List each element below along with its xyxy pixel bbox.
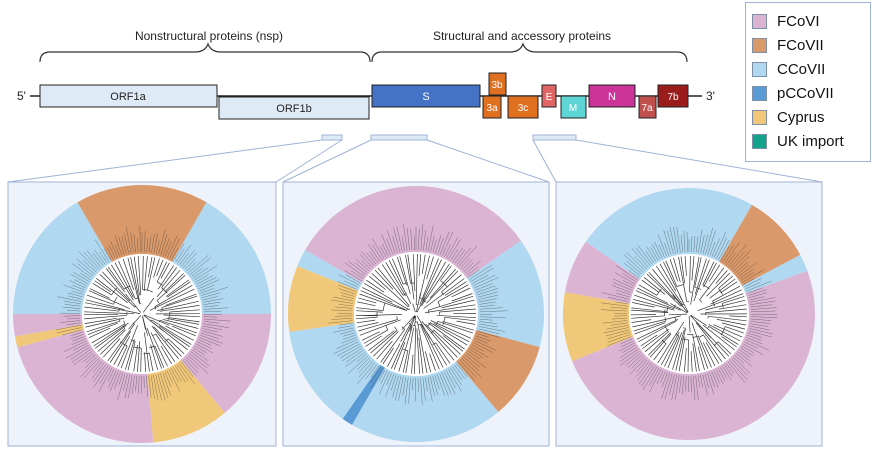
region-marker-n — [532, 134, 577, 141]
zoom-connectors — [7, 139, 823, 183]
nsp-brace — [39, 42, 371, 63]
tree-core — [354, 252, 478, 376]
gene-3c — [507, 95, 539, 119]
clade-ring-segment — [342, 364, 385, 425]
gene-n-label: N — [608, 91, 616, 103]
clade-ring-segment — [297, 250, 363, 291]
legend-item-cyprus: Cyprus — [752, 107, 825, 127]
clade-ring-segment — [288, 266, 359, 332]
genome-map: ORF1a ORF1b S 3a 3b 3c E M N 7a 7b — [39, 72, 689, 120]
gene-orf1a-label: ORF1a — [110, 91, 146, 103]
tree-core — [82, 254, 202, 374]
gene-n — [588, 84, 636, 108]
clade-ring-segment — [13, 314, 83, 337]
phylogenetic-tree-n-region — [563, 188, 816, 441]
gene-orf1b — [218, 96, 370, 120]
gene-3b — [488, 72, 507, 96]
clade-ring-segment — [564, 241, 640, 304]
gene-s — [371, 84, 481, 108]
clade-ring-segment — [305, 186, 521, 283]
legend-label-fcovii: FCoVII — [777, 36, 824, 54]
gene-s-label: S — [422, 91, 429, 103]
clade-ring-segment — [14, 324, 85, 348]
tip-labels — [328, 223, 508, 405]
gene-orf1b-label: ORF1b — [276, 103, 311, 115]
legend-item-ccovii: CCoVII — [752, 59, 825, 79]
tree-branches — [83, 255, 201, 373]
legend-item-fcovii: FCoVII — [752, 35, 824, 55]
gene-3a-label: 3a — [486, 103, 498, 114]
gene-3b-label: 3b — [491, 80, 503, 91]
gene-m — [560, 95, 587, 119]
legend-swatch-uk-import — [752, 133, 767, 149]
legend-label-cyprus: Cyprus — [777, 108, 825, 126]
five-prime-label: 5' — [17, 89, 26, 103]
clade-ring-segment — [17, 329, 154, 443]
legend-swatch-cyprus — [752, 109, 767, 125]
legend-item-pccovii: pCCoVII — [752, 83, 834, 103]
legend-swatch-pccovii — [752, 85, 767, 101]
gene-7b — [657, 84, 689, 108]
legend: FCoVI FCoVII CCoVII pCCoVII Cyprus UK im… — [745, 2, 871, 162]
phylogenetic-tree-spike — [288, 186, 544, 442]
clade-ring-segment — [13, 202, 112, 314]
tree-branches — [630, 255, 748, 373]
structural-label: Structural and accessory proteins — [433, 29, 611, 43]
legend-label-uk-import: UK import — [777, 132, 844, 150]
clade-ring-segment — [147, 359, 225, 443]
legend-item-fcovi: FCoVI — [752, 11, 820, 31]
gene-orf1a — [39, 84, 218, 108]
gene-7b-label: 7b — [667, 92, 679, 103]
region-marker-s — [370, 134, 428, 141]
gene-7a — [638, 95, 657, 119]
region-marker-orf1b — [321, 134, 343, 141]
clade-ring-segment — [466, 240, 544, 348]
tree-branches — [355, 253, 477, 375]
legend-item-uk-import: UK import — [752, 131, 844, 151]
gene-3a — [482, 95, 502, 119]
legend-label-pccovii: pCCoVII — [777, 84, 834, 102]
nsp-label: Nonstructural proteins (nsp) — [135, 29, 283, 43]
legend-swatch-ccovii — [752, 61, 767, 77]
tip-labels — [600, 226, 778, 401]
gene-3c-label: 3c — [518, 103, 529, 114]
three-prime-label: 3' — [706, 89, 715, 103]
structural-brace — [371, 42, 688, 63]
legend-swatch-fcovii — [752, 37, 767, 53]
clade-ring-segment — [741, 254, 808, 294]
legend-label-ccovii: CCoVII — [777, 60, 826, 78]
clade-ring-segment — [572, 270, 816, 441]
gene-7a-label: 7a — [641, 103, 653, 114]
gene-e-label: E — [546, 92, 553, 103]
clade-ring-segment — [172, 202, 271, 314]
tip-labels — [55, 225, 231, 401]
legend-swatch-fcovi — [752, 13, 767, 29]
gene-m-label: M — [569, 103, 577, 114]
gene-e — [541, 84, 557, 108]
clade-ring-segment — [585, 188, 752, 280]
clade-ring-segment — [289, 322, 381, 419]
clade-ring-segment — [352, 361, 499, 442]
legend-label-fcovi: FCoVI — [777, 12, 820, 30]
phylogenetic-tree-orf1b — [13, 184, 271, 443]
clade-ring-segment — [563, 292, 634, 362]
